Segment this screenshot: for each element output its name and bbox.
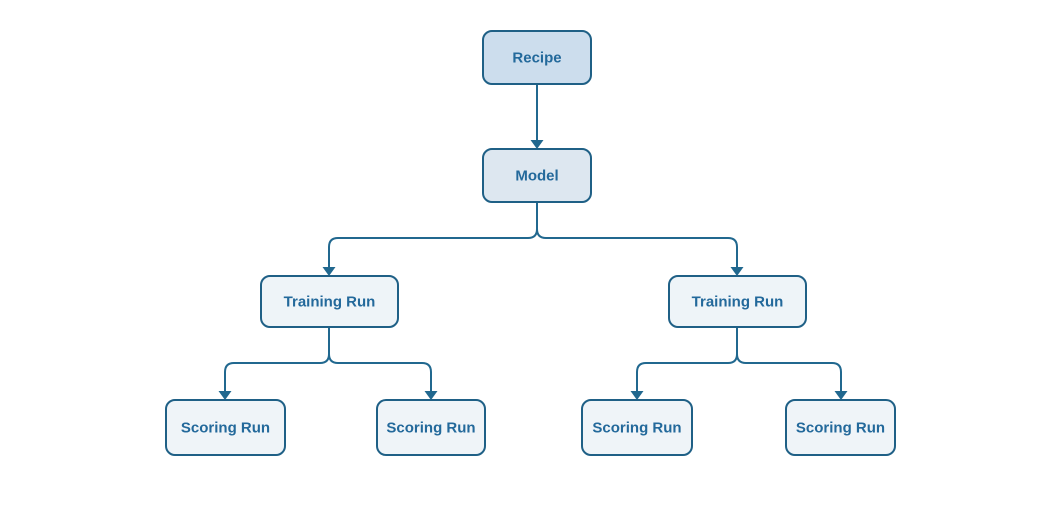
edge-connector bbox=[218, 327, 330, 400]
node-box[interactable] bbox=[376, 399, 486, 456]
node-box[interactable] bbox=[581, 399, 693, 456]
edge-line bbox=[328, 202, 538, 269]
node-scoring-run-4[interactable]: Scoring Run bbox=[785, 399, 896, 456]
arrowhead-icon bbox=[730, 267, 744, 276]
node-recipe[interactable]: Recipe bbox=[482, 30, 592, 85]
node-box[interactable] bbox=[785, 399, 896, 456]
arrowhead-icon bbox=[630, 391, 644, 400]
edge-connector bbox=[530, 84, 544, 149]
node-box[interactable] bbox=[482, 30, 592, 85]
node-label: Model bbox=[515, 167, 558, 184]
node-label: Training Run bbox=[284, 293, 376, 310]
arrowhead-icon bbox=[530, 140, 544, 149]
edge-line bbox=[536, 202, 738, 269]
node-training-run-2[interactable]: Training Run bbox=[668, 275, 807, 328]
arrowhead-icon bbox=[218, 391, 232, 400]
node-box[interactable] bbox=[668, 275, 807, 328]
node-label: Scoring Run bbox=[796, 419, 885, 436]
edge-connector bbox=[736, 327, 848, 400]
edge-line bbox=[736, 327, 842, 393]
edge-connector bbox=[536, 202, 744, 276]
node-label: Scoring Run bbox=[592, 419, 681, 436]
node-training-run-1[interactable]: Training Run bbox=[260, 275, 399, 328]
arrowhead-icon bbox=[424, 391, 438, 400]
arrowhead-icon bbox=[834, 391, 848, 400]
node-model[interactable]: Model bbox=[482, 148, 592, 203]
node-scoring-run-1[interactable]: Scoring Run bbox=[165, 399, 286, 456]
node-label: Recipe bbox=[512, 49, 561, 66]
node-box[interactable] bbox=[165, 399, 286, 456]
node-label: Training Run bbox=[692, 293, 784, 310]
edge-line bbox=[224, 327, 330, 393]
node-scoring-run-3[interactable]: Scoring Run bbox=[581, 399, 693, 456]
edges-layer bbox=[218, 84, 848, 400]
arrowhead-icon bbox=[322, 267, 336, 276]
edge-connector bbox=[322, 202, 538, 276]
edge-line bbox=[328, 327, 432, 393]
edge-connector bbox=[328, 327, 438, 400]
node-box[interactable] bbox=[260, 275, 399, 328]
edge-connector bbox=[630, 327, 738, 400]
node-scoring-run-2[interactable]: Scoring Run bbox=[376, 399, 486, 456]
edge-line bbox=[636, 327, 738, 393]
node-label: Scoring Run bbox=[181, 419, 270, 436]
node-label: Scoring Run bbox=[386, 419, 475, 436]
node-box[interactable] bbox=[482, 148, 592, 203]
